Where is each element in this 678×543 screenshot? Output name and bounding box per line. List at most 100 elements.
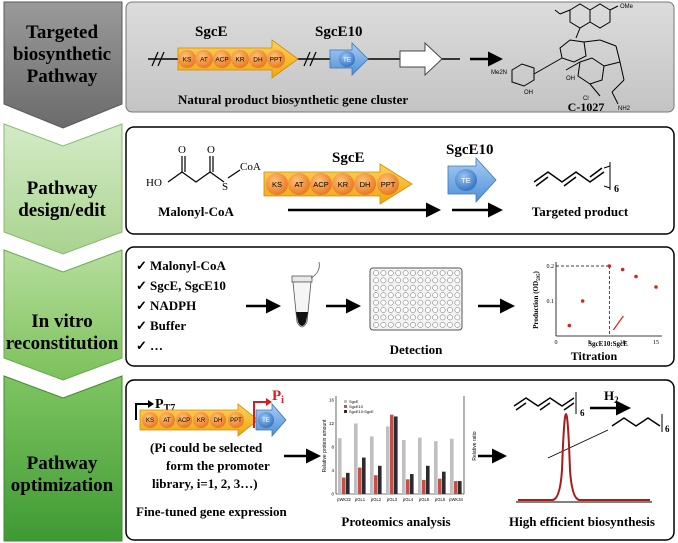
ho-label: HO (146, 177, 162, 189)
bar-sgce10-sgce (426, 465, 430, 494)
domain-label: PPT (381, 180, 396, 189)
bar-sgce (450, 438, 454, 494)
ome-label: OMe (620, 4, 634, 10)
plate-well (395, 299, 402, 306)
bar-sgce10-sgce (378, 465, 382, 494)
chromatogram-peak (518, 412, 650, 501)
bar-legend-label: SgcE (349, 399, 359, 404)
domain-label: KR (197, 418, 206, 424)
plate-well (424, 270, 431, 276)
chart-point (607, 264, 612, 268)
plate-well (395, 284, 402, 291)
te-domain-panel2 (455, 169, 477, 191)
bar-sgce10-sgce (362, 457, 366, 494)
plate-well (454, 292, 461, 299)
bar-sgce10 (374, 475, 378, 494)
c1027-structure (511, 3, 625, 105)
chart-y-tick: 0.2 (547, 264, 555, 270)
plate-well (447, 270, 453, 276)
domain-label: DH (253, 57, 263, 64)
microplate-icon (369, 267, 463, 331)
plate-well (432, 314, 439, 321)
bar-sgce (338, 438, 342, 494)
domain-label: ACP (313, 180, 328, 189)
bar-sgce10 (454, 481, 458, 494)
plate-well (387, 292, 394, 299)
product-subscript: 6 (614, 184, 619, 195)
plate-well (373, 299, 379, 306)
chart-point (567, 323, 572, 328)
bar-category-label: pGL5 (419, 497, 430, 502)
bar-sgce (402, 439, 406, 494)
plate-well (380, 277, 387, 284)
plate-well (439, 321, 446, 328)
te-label-panel2: TE (461, 176, 471, 185)
plate-well (373, 307, 379, 313)
checklist-item: Malonyl-CoA (150, 258, 226, 273)
bar-sgce10-sgce (458, 481, 462, 494)
malonyl-coa-structure (167, 156, 241, 183)
stage-4-chevron (3, 375, 123, 542)
plate-well (432, 277, 439, 284)
check-icon: ✓ (136, 258, 147, 273)
plate-well (432, 307, 439, 313)
coa-label: CoA (240, 161, 261, 173)
bar-category-label: pGL6 (435, 497, 446, 502)
bar-sgce10-sgce (346, 472, 350, 494)
plate-well (439, 277, 446, 284)
sgce-label-panel1: SgcE (195, 24, 228, 40)
plate-well (439, 314, 446, 321)
sgce-domains-panel4: KS AT ACP KR DH PPT (142, 412, 244, 428)
chart-x-tick: 0 (555, 340, 558, 346)
polyene-subscript: 6 (580, 408, 585, 418)
alkane-product (611, 414, 663, 432)
check-icon: ✓ (136, 338, 147, 353)
plate-well (387, 314, 394, 321)
plate-well (410, 314, 416, 321)
chart-point (620, 267, 625, 272)
plate-well (380, 321, 387, 328)
gene-cluster-caption: Natural product biosynthetic gene cluste… (178, 92, 408, 107)
plate-well (417, 299, 424, 306)
plate-well (402, 299, 409, 306)
h2-label: H2 (604, 388, 619, 405)
plate-well (454, 277, 461, 284)
sgce-domains-panel1: KS AT ACP KR DH PPT (178, 50, 285, 68)
bar-y-tick: 12 (329, 421, 335, 426)
plate-well (402, 307, 409, 313)
chart-red-pointer (612, 315, 624, 331)
cl-label: Cl (583, 96, 589, 102)
plate-well (373, 277, 379, 284)
plate-well (395, 307, 402, 313)
bar-y-right-label: Relative ratio (472, 431, 478, 460)
domain-label: KS (183, 57, 192, 64)
te-label-panel4: TE (262, 418, 270, 424)
plate-well (417, 292, 424, 299)
plate-well (424, 314, 431, 321)
oh2-label: OH (566, 76, 575, 82)
domain-label: KR (235, 57, 244, 64)
checklist-item: SgcE, SgcE10 (150, 278, 226, 293)
plate-well (424, 321, 431, 328)
domain-label: PPT (230, 418, 242, 424)
bar-category-label: pWK34 (449, 497, 463, 502)
plate-well (395, 292, 402, 299)
malonyl-o1: O (178, 144, 186, 156)
stage-2-label-line2: design/edit (18, 200, 106, 221)
plate-well (417, 314, 424, 321)
plate-well (373, 314, 379, 321)
chart-point (654, 285, 658, 289)
promoter-t7-label: PT7 (155, 397, 175, 414)
plate-well (424, 292, 431, 299)
promoter-pi-label: Pi (272, 388, 284, 406)
stage-3-label-line1: In vitro (31, 311, 92, 332)
plate-well (424, 277, 431, 284)
plate-well (410, 307, 416, 313)
note-line1: (Pi could be selected (150, 440, 263, 455)
targeted-product-label: Targeted product (532, 204, 629, 219)
promoter-t7-icon (135, 400, 154, 420)
plate-well (417, 277, 424, 284)
plate-well (387, 284, 394, 291)
plate-well (447, 321, 453, 328)
